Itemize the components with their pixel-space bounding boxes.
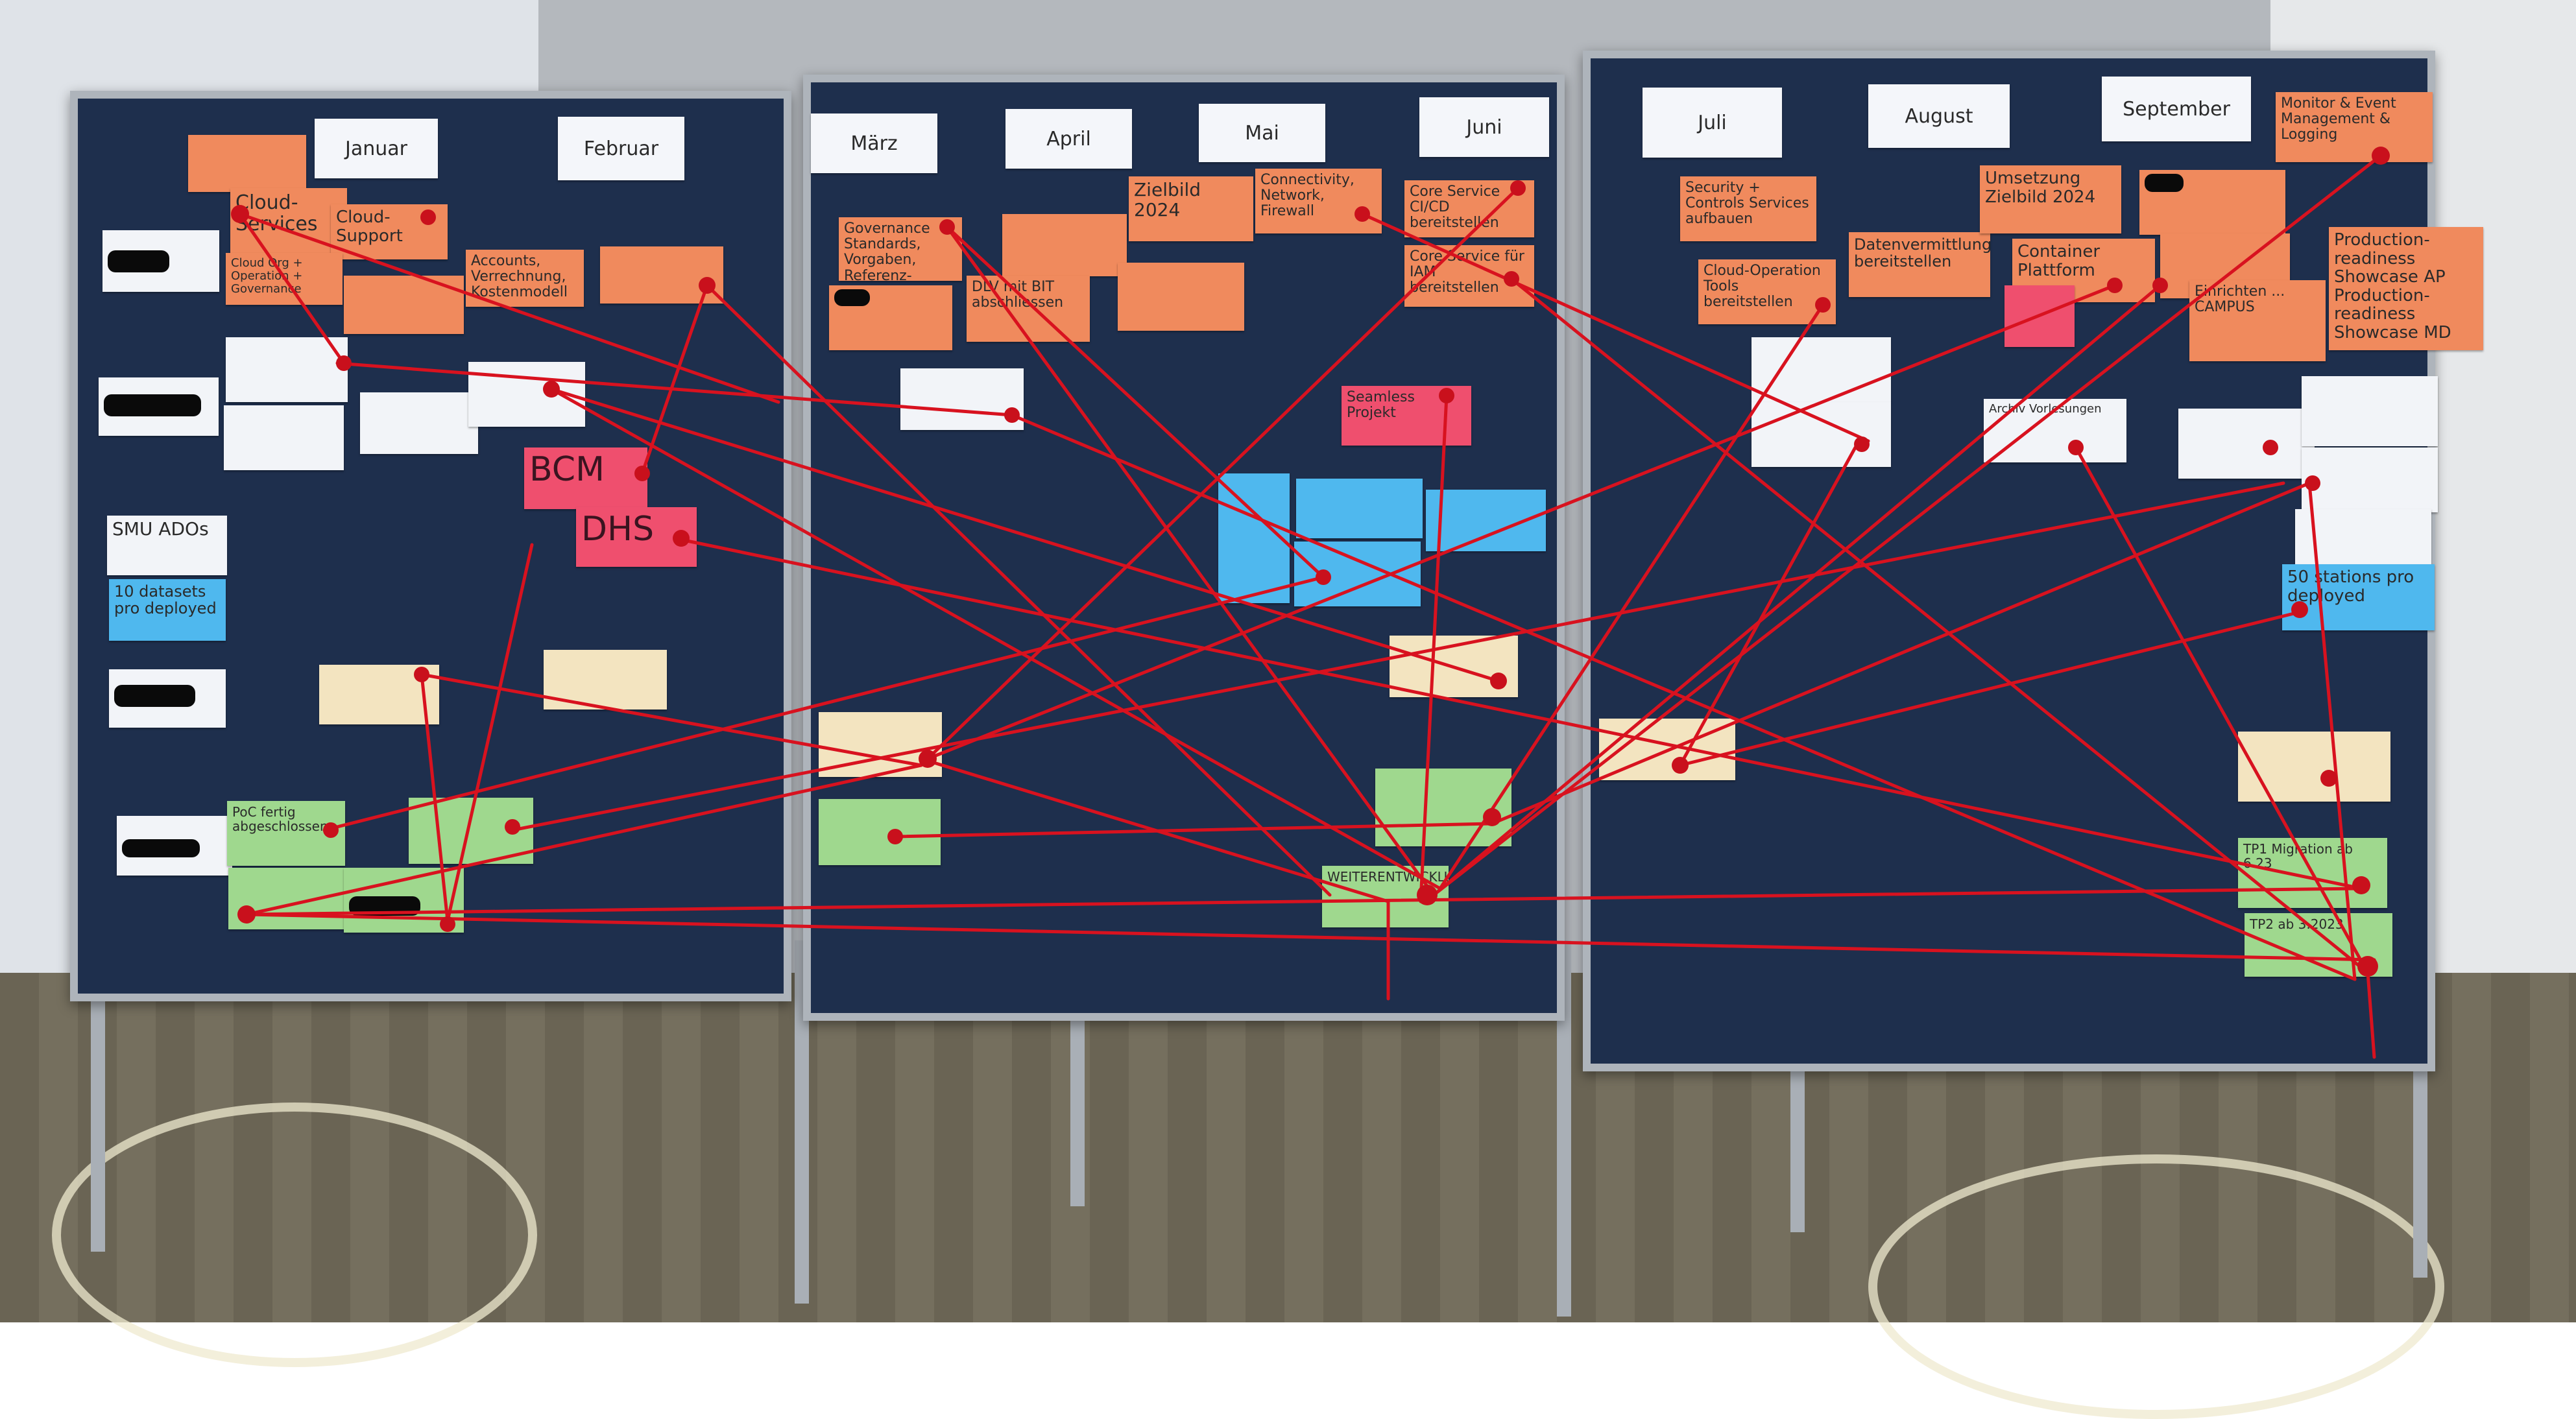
note-weiterentwicklung: WEITERENTWICKLUNG (1322, 866, 1449, 927)
note-campus-right (2139, 170, 2285, 235)
note-blue (1218, 473, 1290, 603)
month-maerz: März (811, 113, 937, 173)
note-50-stations: 50 stations pro deployed (2282, 564, 2435, 630)
note-blue (1296, 479, 1423, 538)
note-redacted (109, 669, 226, 728)
board-leg (91, 973, 105, 1252)
note-orange (1002, 214, 1127, 276)
note-white (226, 337, 348, 402)
note-bcm: BCM (524, 447, 647, 509)
note-connectivity: Connectivity, Network, Firewall (1255, 169, 1382, 233)
push-pins (231, 147, 2390, 977)
note-security: Security + Controls Services aufbauen (1680, 176, 1816, 241)
note-green (819, 799, 941, 865)
note-redacted (99, 377, 219, 436)
note-white (1751, 402, 1891, 467)
note-cream (2238, 732, 2390, 802)
board-leg (2413, 1005, 2427, 1278)
note-governance-standards: Governance Standards, Vorgaben, Referenz… (839, 217, 962, 281)
note-dhs: DHS (576, 507, 697, 567)
note-zielbild-2024: Zielbild 2024 (1129, 176, 1253, 241)
month-juni: Juni (1419, 97, 1549, 157)
note-smu-ados: SMU ADOs (107, 516, 227, 575)
note-monitor: Monitor & Event Management & Logging (2276, 92, 2433, 162)
note-blue (1294, 542, 1421, 606)
board-leg (1070, 973, 1085, 1206)
note-redacted (102, 230, 219, 292)
board-leg (1557, 940, 1571, 1317)
board-leg (795, 940, 809, 1304)
month-januar: Januar (315, 119, 438, 178)
note-green (1375, 769, 1511, 846)
note-white (2178, 409, 2315, 479)
month-februar: Februar (558, 117, 684, 180)
note-production-readiness: Production-readiness Showcase AP Product… (2329, 227, 2483, 350)
note-white (1751, 337, 1891, 402)
note-white (900, 368, 1024, 430)
note-orange (1118, 263, 1244, 331)
note-white (360, 392, 478, 454)
note-datenvermittlung: Datenvermittlung bereitstellen (1849, 232, 1990, 297)
red-yarn-layer (231, 147, 2390, 1059)
note-einrichten: Einrichten ... CAMPUS (2189, 280, 2326, 361)
month-juli: Juli (1643, 88, 1782, 158)
note-accounts: Accounts, Verrechnung, Kostenmodell (466, 250, 584, 307)
note-white (2302, 447, 2438, 512)
note-umsetzung-2024: Umsetzung Zielbild 2024 (1980, 165, 2121, 233)
month-august: August (1868, 84, 2010, 148)
note-redacted (117, 816, 232, 876)
month-april: April (1005, 109, 1132, 169)
note-white (224, 405, 344, 470)
note-white (2302, 376, 2438, 446)
note-cloud-operation-tools: Cloud-Operation Tools bereitstellen (1698, 259, 1836, 324)
note-cloud-services: Cloud-Services (230, 188, 347, 253)
note-campus (829, 285, 952, 350)
note-10-datasets: 10 datasets pro deployed (109, 579, 226, 641)
month-september: September (2102, 77, 2251, 141)
month-mai: Mai (1199, 104, 1325, 162)
note-top-left (188, 135, 306, 192)
